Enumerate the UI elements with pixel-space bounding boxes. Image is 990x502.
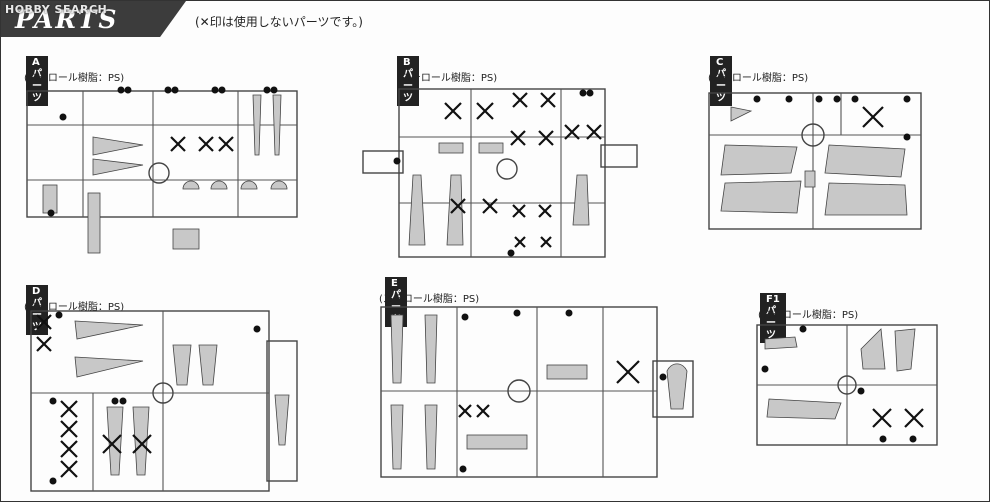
sheet-a-material: (スチロール樹脂：PS): [24, 73, 125, 84]
sheet-a-runner: [26, 86, 298, 254]
page-title: PARTS LIST: [15, 5, 119, 63]
sheet-f1-material: (スチロール樹脂：PS): [758, 310, 859, 321]
sheet-e-material: (スチロール樹脂：PS): [379, 294, 480, 305]
sheet-f1-label: F1パーツ: [760, 293, 786, 343]
sheet-e-runner: [380, 306, 694, 478]
watermark-logo: HOBBY SEARCH: [5, 3, 108, 16]
sheet-a-label: Aパーツ: [26, 56, 48, 106]
unused-parts-note: (✕印は使用しないパーツです。): [195, 15, 363, 29]
header-tab: PARTS LIST: [1, 1, 186, 37]
sheet-d-runner: [30, 310, 298, 492]
sheet-f1-runner: [756, 324, 938, 446]
sheet-b-material: (スチロール樹脂：PS): [397, 73, 498, 84]
sheet-c-material: (スチロール樹脂：PS): [708, 73, 809, 84]
sheet-b-runner: [362, 88, 638, 258]
sheet-b-label: Bパーツ: [397, 56, 419, 106]
sheet-d-material: (スチロール樹脂：PS): [24, 302, 125, 313]
sheet-c-runner: [708, 92, 922, 230]
